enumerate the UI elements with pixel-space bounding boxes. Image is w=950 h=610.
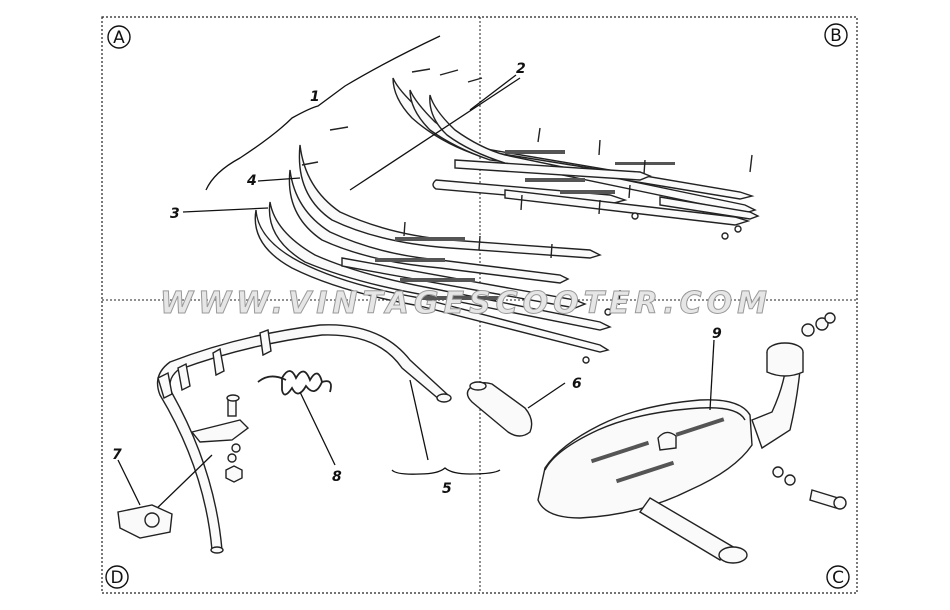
callout-5: 5 [442, 481, 452, 497]
callout-7: 7 [112, 447, 122, 463]
corner-marker-c: C [826, 565, 850, 589]
callout-3: 3 [170, 206, 180, 222]
muffler-part [537, 339, 804, 564]
brace-group-5 [391, 467, 501, 475]
leader-2a [469, 74, 517, 111]
leader-4 [257, 177, 301, 182]
bolts [301, 68, 753, 364]
leader-2b [349, 77, 521, 191]
callout-4: 4 [246, 173, 257, 189]
svg-text:D: D [110, 568, 123, 588]
clamp-part [117, 459, 173, 539]
tube-end-part [466, 381, 566, 437]
svg-text:A: A [113, 28, 125, 48]
corner-marker-a: A [107, 25, 131, 49]
callout-9: 9 [712, 326, 722, 342]
bracket-hardware [149, 394, 250, 516]
svg-text:C: C [832, 568, 844, 588]
leg-bar [156, 324, 452, 554]
callout-1: 1 [310, 89, 320, 105]
leader-5 [409, 379, 429, 461]
watermark-text: WWW.VINTAGESCOOTER.COM [160, 286, 772, 321]
muffler-hardware [772, 312, 847, 510]
callout-8: 8 [332, 469, 342, 485]
runner-strips-lower [254, 144, 612, 353]
callout-2: 2 [516, 61, 526, 77]
corner-marker-b: B [824, 23, 848, 47]
corner-marker-d: D [105, 565, 129, 589]
spring-part [257, 370, 336, 466]
leader-3 [182, 207, 269, 213]
brace-group-1 [205, 35, 441, 191]
svg-text:B: B [830, 26, 842, 46]
callout-6: 6 [572, 376, 582, 392]
runner-strips-upper [392, 77, 760, 226]
